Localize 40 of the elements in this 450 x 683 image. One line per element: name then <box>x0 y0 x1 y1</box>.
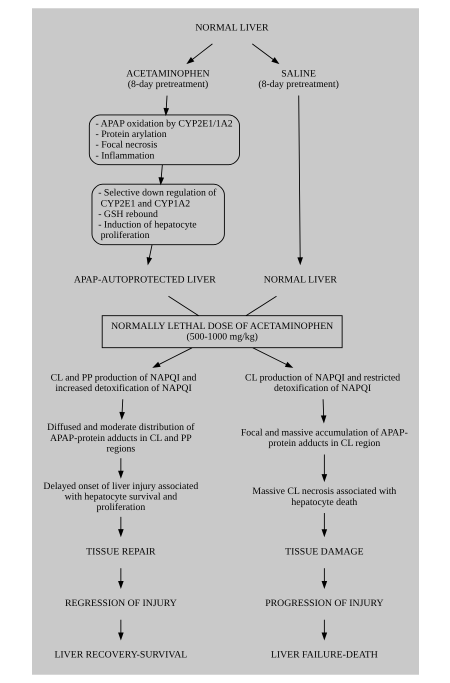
node-text: NORMAL LIVER <box>194 22 268 34</box>
node-text: Massive CL necrosis associated with hepatocyte death <box>252 486 396 508</box>
node-text: LIVER RECOVERY-SURVIVAL <box>54 650 187 661</box>
connector <box>168 296 199 316</box>
node-box: - APAP oxidation by CYP2E1/1A2 - Protein arylation - Focal necrosis - Inflammation <box>88 114 240 166</box>
arrow <box>321 454 327 482</box>
node-text: APAP-AUTOPROTECTED LIVER <box>73 274 216 286</box>
node-text: TISSUE REPAIR <box>86 546 156 558</box>
node-text: ACETAMINOPHEN (8-day pretreatment) <box>126 68 210 90</box>
node-text: Diffused and moderate distribution of APAP-protein adducts in CL and PP regions <box>46 422 194 455</box>
arrow <box>118 458 124 479</box>
node-box: NORMALLY LETHAL DOSE OF ACETAMINOPHEN (500-1000 mg/kg) <box>101 315 342 348</box>
arrow <box>146 244 152 266</box>
node-text: Delayed onset of liver injury associated with hepatocyte survival and proliferation <box>42 480 198 514</box>
connector <box>244 296 276 316</box>
node-text: PROGRESSION OF INJURY <box>264 598 384 610</box>
arrow <box>321 619 327 641</box>
arrow <box>321 568 327 589</box>
arrow <box>118 398 124 420</box>
node-text: NORMAL LIVER <box>263 274 336 286</box>
arrow <box>152 347 192 368</box>
node-box: - Selective down regulation of CYP2E1 and CYP1A2 - GSH rebound - Induction of hepatocyte proliferation <box>91 184 224 246</box>
arrow <box>118 568 124 589</box>
arrow <box>251 43 279 64</box>
arrow <box>320 398 326 424</box>
node-text: CL production of NAPQI and restricted detoxification of NAPQI <box>244 372 400 394</box>
arrow <box>186 43 212 64</box>
node-text: REGRESSION OF INJURY <box>64 598 176 610</box>
arrow <box>162 95 169 116</box>
node-text: LIVER FAILURE-DEATH <box>270 650 378 661</box>
arrow <box>252 347 293 368</box>
arrow <box>158 164 164 186</box>
node-text: TISSUE DAMAGE <box>284 546 364 558</box>
arrow <box>321 512 327 538</box>
node-text: SALINE (8-day pretreatment) <box>258 68 338 90</box>
arrow <box>118 516 124 538</box>
arrow <box>296 95 302 266</box>
arrow <box>118 619 124 641</box>
node-text: Focal and massive accumulation of APAP-protein adducts in CL region <box>240 428 408 450</box>
node-text: CL and PP production of NAPQI and increased detoxification of NAPQI <box>50 372 196 394</box>
